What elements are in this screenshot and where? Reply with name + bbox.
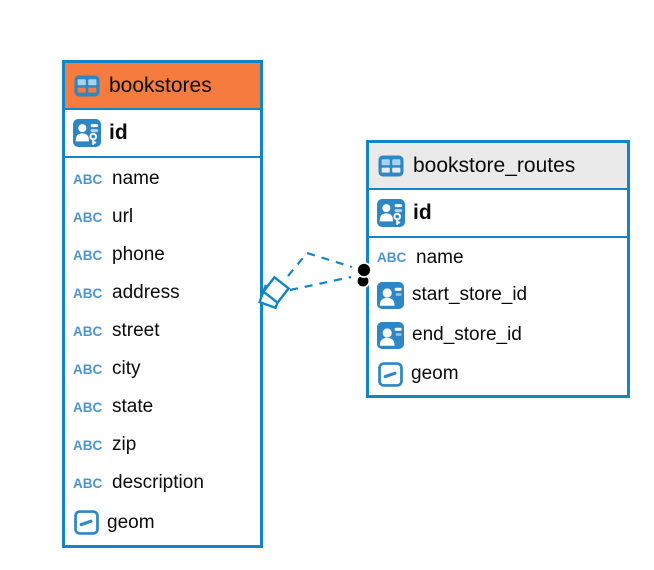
relationship-source-diamond-icon[interactable] bbox=[258, 275, 291, 310]
text-type-icon: ABC bbox=[73, 361, 103, 377]
table-title: bookstore_routes bbox=[413, 153, 576, 177]
column-label: city bbox=[112, 358, 141, 379]
column-row-street[interactable]: ABC street bbox=[65, 312, 260, 350]
column-label: start_store_id bbox=[412, 284, 528, 305]
primary-key-icon bbox=[73, 119, 101, 147]
column-label: url bbox=[112, 206, 134, 227]
column-row-description[interactable]: ABC description bbox=[65, 464, 260, 502]
column-row-name[interactable]: ABC name bbox=[369, 240, 627, 275]
column-list: ABC name start_store_id end_store_id geo… bbox=[369, 238, 627, 395]
text-type-icon: ABC bbox=[73, 323, 103, 339]
geometry-type-icon bbox=[74, 510, 99, 535]
column-row-id[interactable]: id bbox=[369, 190, 627, 238]
geometry-type-icon bbox=[378, 362, 403, 387]
column-row-geom[interactable]: geom bbox=[369, 355, 627, 393]
table-bookstores[interactable]: bookstores id ABC name ABC url ABC phone… bbox=[62, 60, 263, 548]
column-row-address[interactable]: ABC address bbox=[65, 274, 260, 312]
column-row-start-store-id[interactable]: start_store_id bbox=[369, 275, 627, 315]
column-label: zip bbox=[112, 434, 137, 455]
text-type-icon: ABC bbox=[73, 285, 103, 301]
column-label: name bbox=[416, 246, 464, 268]
relationship-line-upper[interactable] bbox=[287, 251, 353, 277]
column-row-city[interactable]: ABC city bbox=[65, 350, 260, 388]
text-type-icon: ABC bbox=[73, 475, 103, 491]
text-type-icon: ABC bbox=[73, 171, 103, 187]
table-header-bookstores[interactable]: bookstores bbox=[65, 63, 260, 110]
column-label: state bbox=[112, 396, 154, 417]
table-bookstore-routes[interactable]: bookstore_routes id ABC name start_store… bbox=[366, 140, 630, 398]
column-label: end_store_id bbox=[412, 324, 522, 345]
column-label: id bbox=[413, 201, 432, 224]
table-icon bbox=[74, 75, 100, 97]
column-row-end-store-id[interactable]: end_store_id bbox=[369, 315, 627, 355]
table-icon bbox=[378, 155, 404, 177]
column-label: street bbox=[112, 320, 160, 341]
reference-type-icon bbox=[377, 322, 404, 349]
relationship-line-lower[interactable] bbox=[289, 275, 352, 292]
primary-key-icon bbox=[377, 199, 405, 227]
column-label: phone bbox=[112, 244, 165, 265]
column-row-url[interactable]: ABC url bbox=[65, 198, 260, 236]
text-type-icon: ABC bbox=[73, 247, 103, 263]
text-type-icon: ABC bbox=[73, 209, 103, 225]
column-label: id bbox=[109, 121, 128, 144]
column-label: geom bbox=[411, 363, 459, 384]
column-label: address bbox=[112, 282, 180, 303]
column-label: name bbox=[112, 168, 160, 189]
text-type-icon: ABC bbox=[377, 250, 407, 265]
column-label: description bbox=[112, 472, 204, 493]
column-row-phone[interactable]: ABC phone bbox=[65, 236, 260, 274]
text-type-icon: ABC bbox=[73, 437, 103, 453]
text-type-icon: ABC bbox=[73, 399, 103, 415]
column-row-zip[interactable]: ABC zip bbox=[65, 426, 260, 464]
column-row-state[interactable]: ABC state bbox=[65, 388, 260, 426]
column-row-id[interactable]: id bbox=[65, 110, 260, 158]
table-header-bookstore-routes[interactable]: bookstore_routes bbox=[369, 143, 627, 190]
table-title: bookstores bbox=[109, 73, 212, 97]
reference-type-icon bbox=[377, 282, 404, 309]
column-row-name[interactable]: ABC name bbox=[65, 160, 260, 198]
column-label: geom bbox=[107, 511, 155, 533]
column-row-geom[interactable]: geom bbox=[65, 502, 260, 543]
column-list: ABC name ABC url ABC phone ABC address A… bbox=[65, 158, 260, 545]
